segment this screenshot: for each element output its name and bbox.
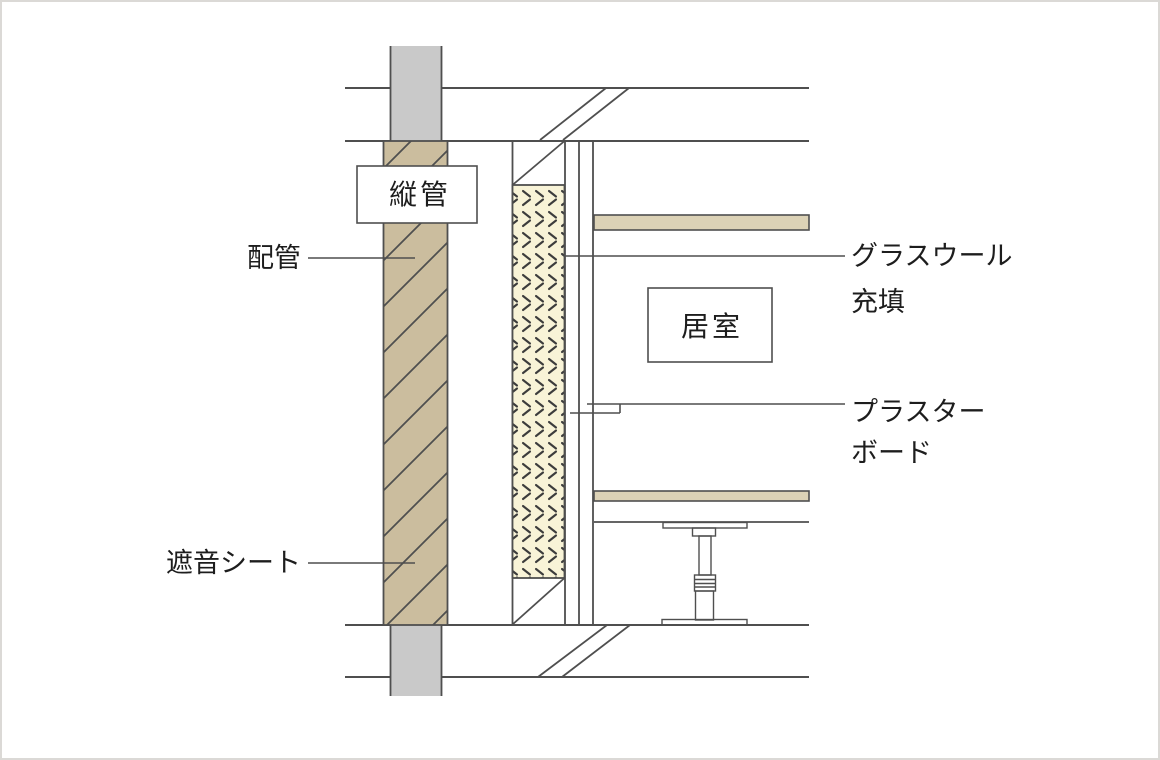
top-slab-break-diagonals [539,87,630,141]
bottom-slab-break-diagonals [537,624,631,678]
plasterboard-label-line1: プラスター [851,397,985,427]
plasterboard-label-line2: ボード [851,438,932,468]
glass-wool-texture [512,185,565,578]
riser-pipe-bottom-borders [389,625,443,696]
riser-pipe-top-borders [389,46,443,141]
riser-pipe [389,46,443,696]
living-room-label: 居室 [681,311,743,343]
post-base-plate [661,618,748,626]
sound-sheet-label: 遮音シート [166,548,301,578]
glass-wool-label-line1: グラスウール [851,241,1012,271]
post-adjuster-threads [694,578,716,588]
piping-label: 配管 [247,243,301,273]
glass-wool-top-diagonal [511,140,566,186]
floor-post [661,521,748,626]
riser-label: 縦管 [389,179,451,211]
glass-wool-label-line2: 充填 [851,287,905,317]
riser-label-box [356,165,478,224]
plasterboard-leader-line [570,403,845,414]
riser-pipe-top [390,46,442,141]
living-room-box [647,287,773,363]
floor-finish-band [593,490,810,502]
ceiling-band [593,214,810,231]
insulated-pipe-outline [382,140,449,626]
glass-wool-bottom-diagonal [511,577,566,626]
riser-pipe-bottom [390,625,442,696]
